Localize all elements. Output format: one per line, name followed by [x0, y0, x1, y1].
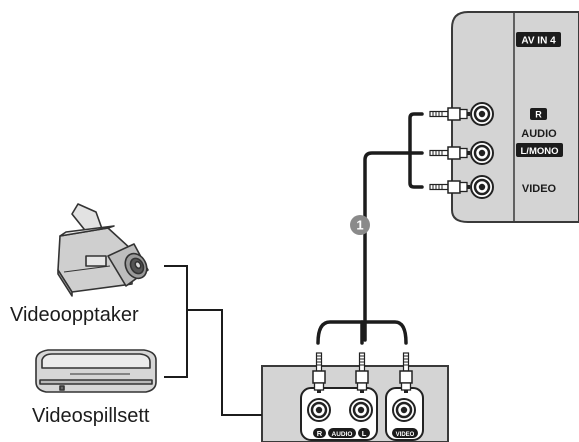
tv-audio-r-text: R [535, 110, 542, 120]
tv-input-badge: AV IN 4 [516, 32, 561, 47]
step-marker: 1 [350, 215, 370, 235]
device-jack-video [391, 397, 417, 423]
tv-plug-audio-r [429, 107, 471, 121]
tv-plug-audio-l [429, 146, 471, 160]
device-bracket [164, 265, 262, 416]
tv-audio-label: AUDIO [521, 128, 557, 140]
tv-input-name: AV IN 4 [521, 36, 556, 47]
device-jack-audio-l [348, 397, 374, 423]
device-video-badge: VIDEO [396, 432, 415, 438]
device-r-badge: R [317, 429, 323, 438]
device-audio-badge: AUDIO [332, 431, 353, 438]
tv-jack-video [469, 174, 495, 200]
device-plug-audio-l [355, 352, 369, 394]
camcorder-icon [57, 203, 149, 297]
player-icon [35, 349, 157, 393]
device-jack-labels: R AUDIO L VIDEO [313, 428, 418, 438]
player-label: Videospillsett [32, 405, 150, 427]
device-l-badge: L [362, 429, 367, 438]
device-jack-audio-r [306, 397, 332, 423]
tv-video-label: VIDEO [522, 183, 557, 195]
tv-plug-video [429, 180, 471, 194]
device-plug-audio-r [312, 352, 326, 394]
step-marker-number: 1 [356, 218, 363, 233]
tv-audio-r-badge: R [530, 108, 547, 120]
tv-jack-audio-l [469, 140, 495, 166]
camcorder-label: Videoopptaker [10, 304, 139, 326]
tv-mono-text: L/MONO [521, 146, 559, 157]
device-plug-video [399, 352, 413, 394]
tv-jack-audio-r [469, 101, 495, 127]
tv-panel [451, 11, 579, 223]
tv-mono-badge: L/MONO [516, 143, 563, 157]
av-cable [316, 112, 424, 345]
